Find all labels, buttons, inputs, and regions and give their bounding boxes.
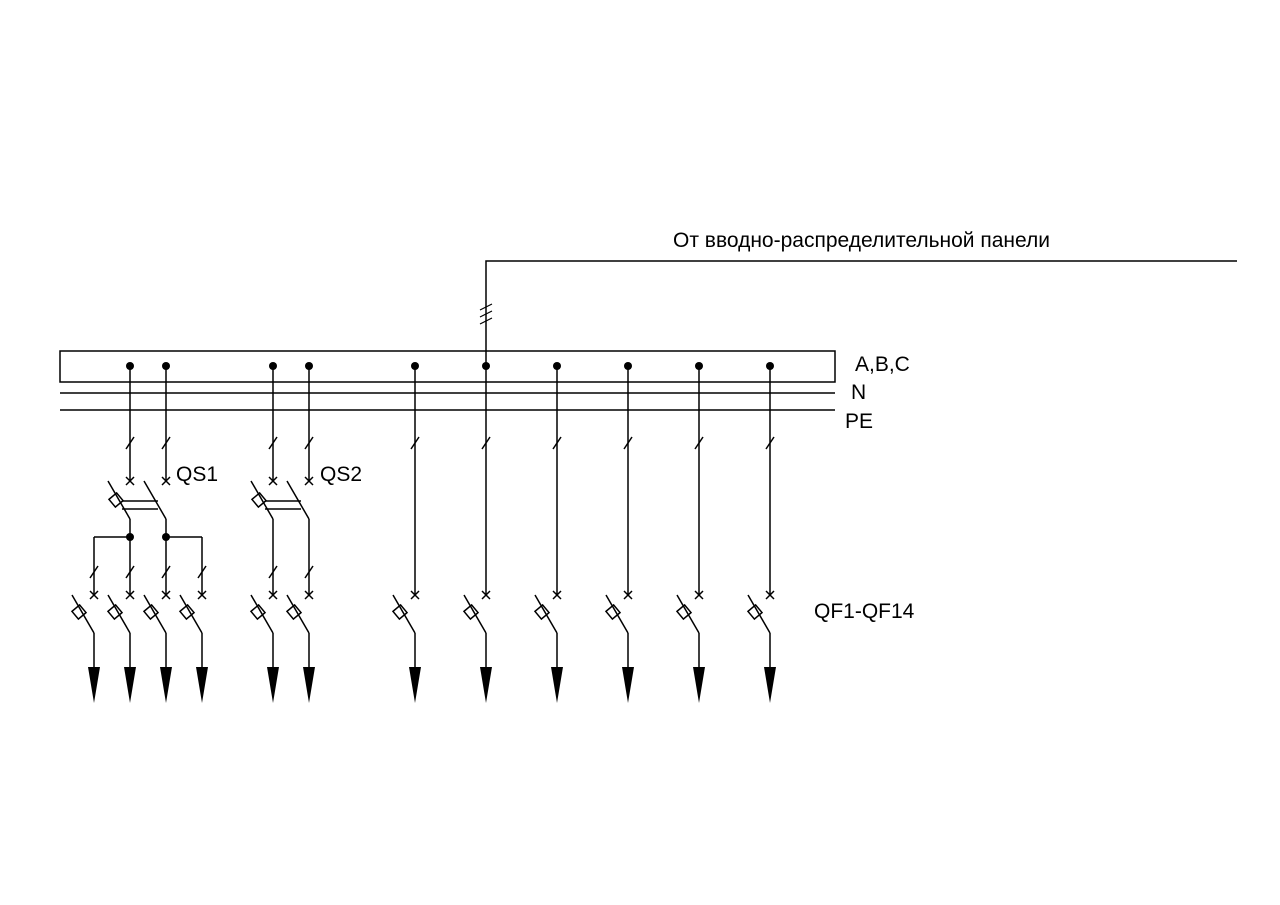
load-arrow [196,667,208,703]
breaker-trip-element [604,603,622,621]
switch-trip-element [250,491,268,509]
tick-mark [623,436,633,450]
breaker-blade [250,594,274,634]
switch-trip-element [107,491,125,509]
breaker-blade [747,594,771,634]
switch-blade [107,480,131,520]
breaker-blade [676,594,700,634]
breaker-blade [392,594,416,634]
tick-mark [268,565,278,579]
load-arrow [267,667,279,703]
contact-mark [125,590,135,600]
breaker-trip-element [142,603,160,621]
breaker-trip-element [178,603,196,621]
contact-mark [410,590,420,600]
breaker-blade [286,594,310,634]
breaker-trip-element [746,603,764,621]
tick-mark [125,436,135,450]
tick-mark [161,565,171,579]
breaker-blade [534,594,558,634]
load-arrow [409,667,421,703]
contact-mark [304,476,314,486]
neutral-label: N [851,381,866,404]
tick-mark [268,436,278,450]
tick-mark [552,436,562,450]
tick-mark [694,436,704,450]
breaker-trip-element [285,603,303,621]
tick-mark [197,565,207,579]
contact-mark [623,590,633,600]
qs1-label: QS1 [176,463,218,486]
tick-mark [481,436,491,450]
tick-mark [125,565,135,579]
breaker-blade [107,594,131,634]
load-arrow [124,667,136,703]
load-arrow [160,667,172,703]
breaker-trip-element [70,603,88,621]
breaker-trip-element [106,603,124,621]
load-arrow [88,667,100,703]
qs2-label: QS2 [320,463,362,486]
contact-mark [161,476,171,486]
switch-blade [143,480,167,520]
breaker-blade [71,594,95,634]
pe-label: PE [845,410,873,433]
contact-mark [304,590,314,600]
breaker-trip-element [533,603,551,621]
breaker-trip-element [675,603,693,621]
contact-mark [197,590,207,600]
contact-mark [552,590,562,600]
load-arrow [693,667,705,703]
contact-mark [268,476,278,486]
source-label: От вводно-распределительной панели [673,229,1050,252]
tick-mark [410,436,420,450]
contact-mark [89,590,99,600]
contact-mark [268,590,278,600]
contact-mark [765,590,775,600]
tick-mark [765,436,775,450]
breaker-blade [143,594,167,634]
contact-mark [125,476,135,486]
load-arrow [551,667,563,703]
contact-mark [694,590,704,600]
phases-label: A,B,C [855,353,910,376]
breaker-trip-element [391,603,409,621]
contact-mark [481,590,491,600]
load-arrow [480,667,492,703]
contact-mark [161,590,171,600]
phase-busbar [59,350,836,383]
load-arrow [764,667,776,703]
breakers-label: QF1-QF14 [814,600,915,623]
breaker-blade [179,594,203,634]
tick-mark [304,436,314,450]
breaker-blade [605,594,629,634]
tick-mark [89,565,99,579]
load-arrow [303,667,315,703]
breaker-trip-element [249,603,267,621]
incoming-feeder [479,260,1237,366]
tick-mark [161,436,171,450]
tick-mark [304,565,314,579]
breaker-blade [463,594,487,634]
load-arrow [622,667,634,703]
breaker-trip-element [462,603,480,621]
switch-blade [286,480,310,520]
circuit-drawing [70,362,776,703]
switch-blade [250,480,274,520]
